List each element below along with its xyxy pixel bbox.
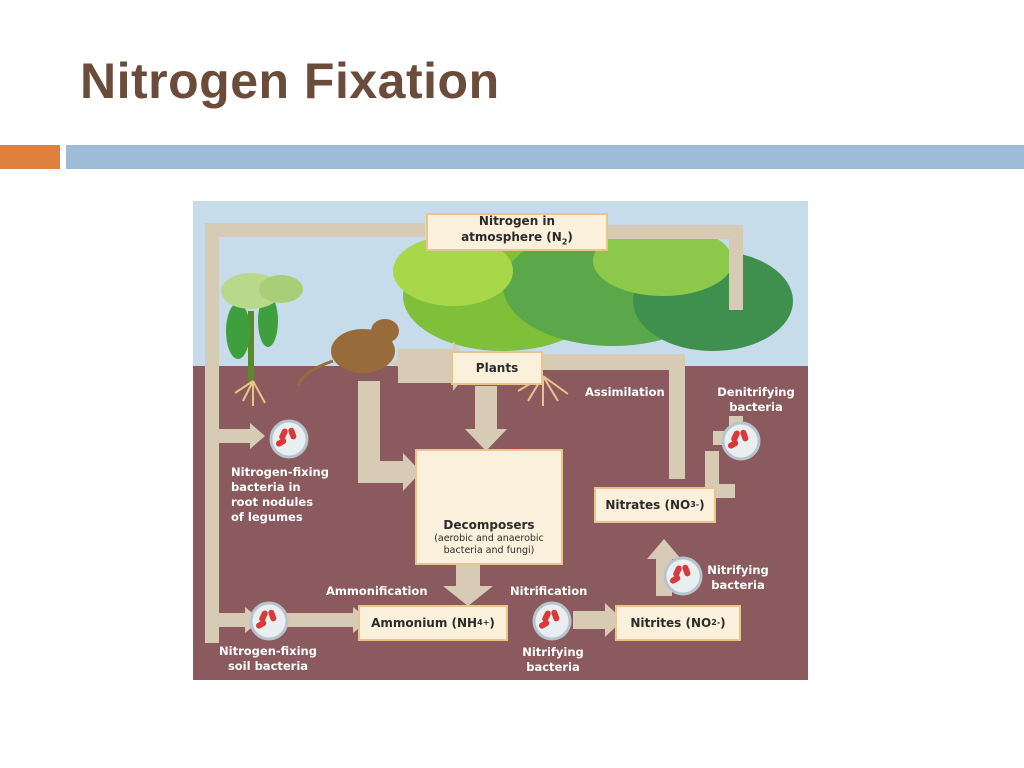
atmosphere-line2-sub: 2: [561, 237, 568, 247]
label-nitrifying-bottom: Nitrifying bacteria: [511, 645, 595, 675]
nitrogen-cycle-diagram: Nitrogen in atmosphere (N2) Plants Decom…: [193, 201, 808, 680]
plants-box: Plants: [451, 351, 543, 385]
bacteria-nitrifying-bottom-icon: [532, 601, 572, 641]
atmosphere-line2-post: ): [567, 230, 573, 245]
label-nfix-nodules-4: of legumes: [231, 510, 303, 524]
ammonium-post: ): [489, 616, 495, 630]
slide-title: Nitrogen Fixation: [80, 53, 500, 109]
label-nfix-soil: Nitrogen-fixing soil bacteria: [203, 644, 333, 674]
decomposers-line1: (aerobic and anaerobic: [434, 533, 544, 544]
nitrites-post: ): [720, 616, 726, 630]
label-nfix-soil-2: soil bacteria: [227, 659, 309, 673]
decomposers-box: Decomposers (aerobic and anaerobic bacte…: [415, 449, 563, 565]
label-denitrifying-1: Denitrifying: [717, 385, 795, 399]
decomposers-line2: bacteria and fungi): [443, 545, 535, 556]
label-denitrifying-2: bacteria: [729, 400, 783, 414]
ammonium-pre: Ammonium (NH: [371, 616, 478, 630]
legume-plant: [221, 273, 303, 381]
nitrites-sub: 2: [711, 618, 717, 627]
nitrites-pre: Nitrites (NO: [630, 616, 712, 630]
label-nitrifying-right-2: bacteria: [711, 578, 765, 592]
nitrates-post: ): [699, 498, 705, 512]
atmosphere-line2: atmosphere (N2): [461, 229, 573, 250]
label-nitrifying-right: Nitrifying bacteria: [693, 563, 783, 593]
atmosphere-line1: Nitrogen in: [478, 214, 556, 229]
atmosphere-line2-pre: atmosphere (N: [461, 230, 562, 245]
atmosphere-box: Nitrogen in atmosphere (N2): [426, 213, 608, 251]
bacteria-root-nodules-icon: [269, 419, 309, 459]
accent-bar-blue: [66, 145, 1024, 169]
label-nfix-nodules: Nitrogen-fixing bacteria in root nodules…: [231, 465, 329, 525]
bacteria-soil-icon: [249, 601, 289, 641]
label-nfix-nodules-2: bacteria in: [231, 480, 301, 494]
nitrites-sup: -: [716, 618, 721, 627]
roots: [234, 375, 569, 406]
nitrates-pre: Nitrates (NO: [605, 498, 691, 512]
nitrates-sub: 3: [690, 500, 696, 509]
rodent-illustration: [296, 319, 399, 387]
decomposers-title: Decomposers: [443, 518, 535, 532]
label-assimilation: Assimilation: [585, 385, 665, 399]
accent-bar-orange: [0, 145, 60, 169]
foliage-trees: [393, 226, 793, 351]
nitrates-sup: -: [695, 500, 700, 509]
ammonium-sup: +: [482, 618, 490, 627]
label-ammonification: Ammonification: [326, 584, 428, 598]
label-nfix-nodules-1: Nitrogen-fixing: [231, 465, 329, 479]
ammonium-sub: 4: [477, 618, 483, 627]
label-denitrifying: Denitrifying bacteria: [708, 385, 804, 415]
label-nitrifying-bottom-2: bacteria: [526, 660, 580, 674]
label-nitrifying-right-1: Nitrifying: [707, 563, 769, 577]
label-nitrification: Nitrification: [510, 584, 588, 598]
bacteria-denitrifying-icon: [721, 421, 761, 461]
label-nfix-soil-1: Nitrogen-fixing: [219, 644, 317, 658]
label-nfix-nodules-3: root nodules: [231, 495, 314, 509]
label-nitrifying-bottom-1: Nitrifying: [522, 645, 584, 659]
